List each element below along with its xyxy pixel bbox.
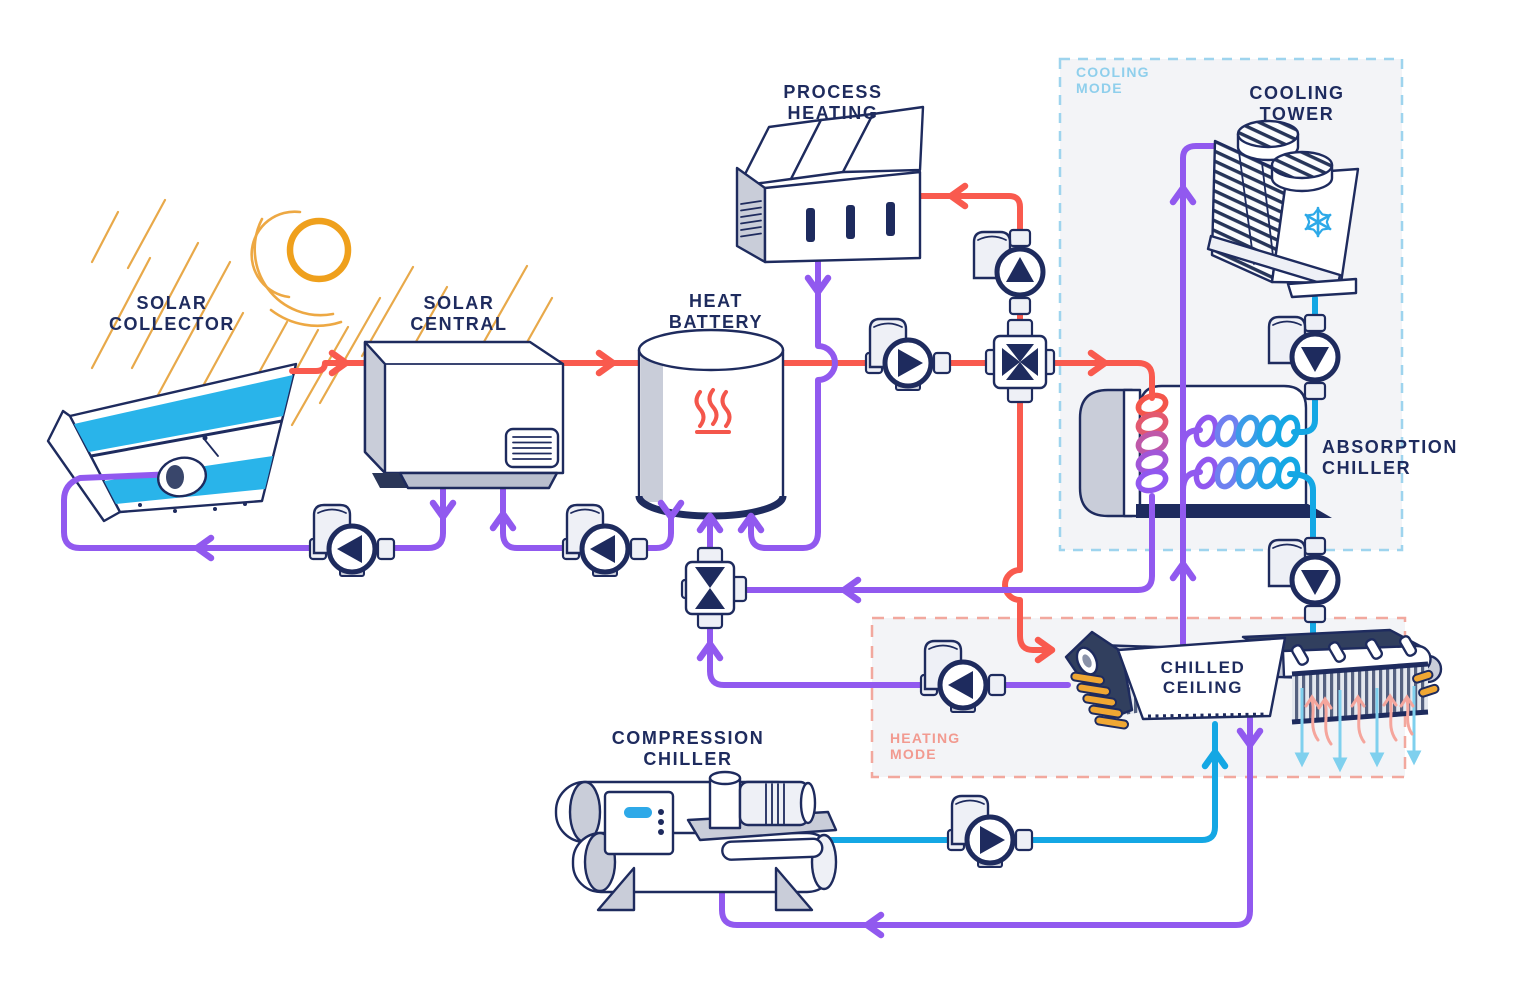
label-compression-chiller: COMPRESSION CHILLER (611, 728, 765, 769)
control-panel (603, 790, 675, 856)
condenser-coil (1193, 414, 1301, 448)
cooling-tower-illustration (1206, 119, 1360, 299)
label-solar-central: SOLAR CENTRAL (410, 293, 508, 334)
heat-battery-illustration (635, 328, 787, 520)
four-way-valve-icon (984, 318, 1056, 404)
label-absorption-chiller: ABSORPTION CHILLER (1322, 437, 1459, 478)
compressor-motor (708, 770, 817, 830)
label-heating-mode: HEATING MODE (890, 730, 961, 762)
pump-icon (1269, 538, 1338, 622)
pump-icon (948, 796, 1032, 867)
label-heat-battery: HEAT BATTERY (668, 291, 764, 332)
heat-waves-icon (694, 388, 732, 434)
fan-icon (1270, 150, 1334, 193)
chilled-ceiling-illustration (1064, 628, 1443, 730)
vent-grille-icon (504, 427, 560, 469)
generator-coil (1135, 392, 1169, 494)
pipe-connectors (1070, 669, 1440, 730)
solar-central-illustration (363, 340, 565, 490)
pump-icon (921, 641, 1005, 712)
collector-receiver (156, 456, 208, 498)
warm-air-arrows (1304, 693, 1415, 746)
pump-icon (563, 505, 647, 576)
three-way-valve-icon (680, 546, 748, 630)
process-heating-illustration (735, 105, 925, 264)
pump-icon (866, 319, 950, 390)
label-solar-collector: SOLAR COLLECTOR (108, 293, 236, 334)
sun-icon (250, 210, 352, 328)
pump-icon (1269, 315, 1338, 399)
pump-icon (974, 230, 1043, 314)
label-process-heating: PROCESS HEATING (783, 82, 883, 123)
pipes-over-chiller (734, 143, 1318, 651)
label-cooling-tower: COOLING TOWER (1249, 83, 1345, 124)
pump-icon (310, 505, 394, 576)
cool-air-arrows (1294, 686, 1422, 773)
label-cooling-mode: COOLING MODE (1076, 64, 1150, 96)
solar-collector-illustration (46, 362, 298, 523)
chilled-water-pipe-lower (825, 721, 1218, 843)
label-chilled-ceiling: CHILLED CEILING (1160, 658, 1246, 697)
compression-chiller-illustration (554, 770, 838, 912)
absorption-chiller-illustration (1078, 384, 1332, 518)
solar-hot-pipes (289, 193, 1051, 653)
